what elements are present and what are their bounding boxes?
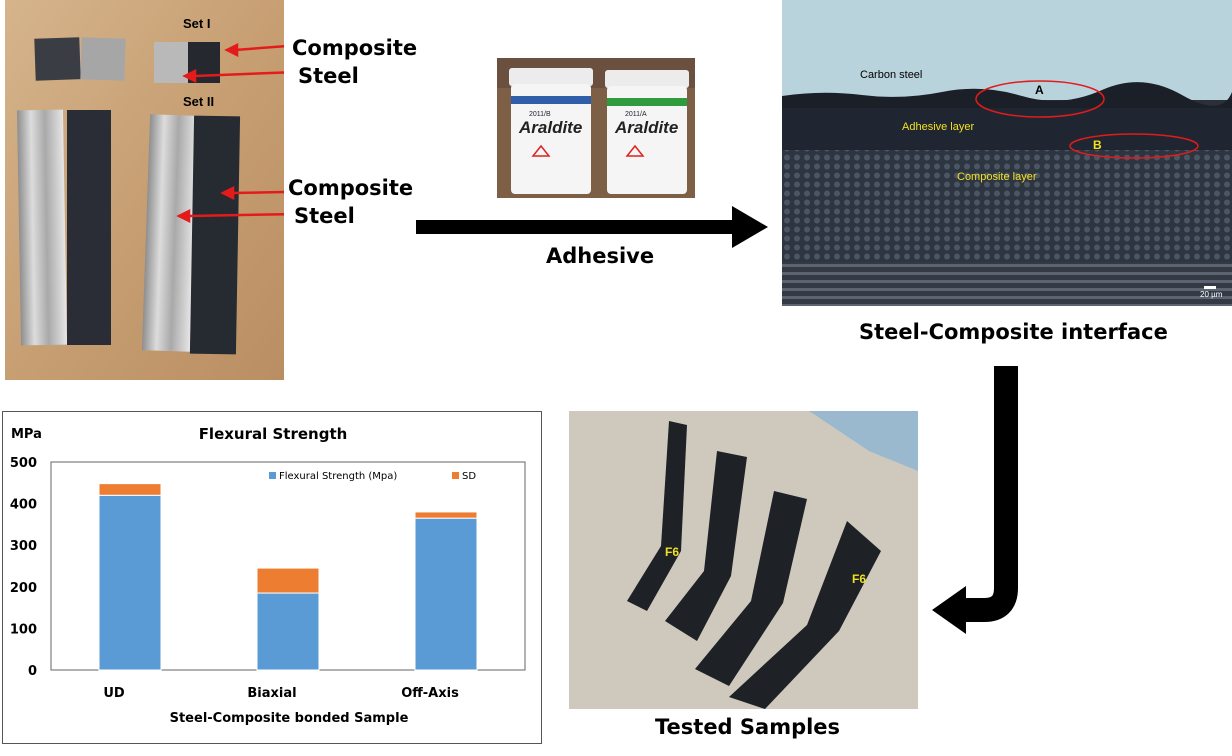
y-tick-label: 400 xyxy=(10,498,37,513)
jar2-brand: Araldite xyxy=(615,118,679,137)
chart-title: Flexural Strength xyxy=(199,425,348,443)
adhesive-layer-label: Adhesive layer xyxy=(902,121,975,133)
adhesive-photo: 2011/B Araldite 2011/A Araldite xyxy=(497,58,695,198)
sample-photo: Set I Set II xyxy=(5,0,284,380)
tested-samples-drawing xyxy=(569,411,918,709)
sample-photo-drawing xyxy=(5,0,284,380)
tested-sample-tag-1: F6 xyxy=(665,545,680,559)
legend-label-strength: Flexural Strength (Mpa) xyxy=(279,471,397,482)
jar1-brand: Araldite xyxy=(519,118,583,137)
adhesive-jars-drawing xyxy=(497,58,695,198)
set2-composite-label: Composite xyxy=(288,176,414,200)
bar-strength-ud xyxy=(98,494,162,671)
bar-sd-off-axis xyxy=(414,511,478,519)
region-b-label: B xyxy=(1093,138,1102,152)
set1-composite-label: Composite xyxy=(292,36,418,60)
bar-strength-biaxial xyxy=(256,592,320,671)
set2-steel-label: Steel xyxy=(294,204,355,228)
interface-caption: Steel-Composite interface xyxy=(859,320,1168,344)
bar-sd-biaxial xyxy=(256,567,320,594)
set2-label: Set II xyxy=(183,94,215,109)
adhesive-arrow-label: Adhesive xyxy=(546,244,655,268)
legend-swatch-strength xyxy=(269,472,276,479)
y-tick-label: 300 xyxy=(10,539,37,554)
set1-label: Set I xyxy=(183,16,211,31)
right-arrow xyxy=(416,206,768,248)
composite-layer-label: Composite layer xyxy=(957,171,1037,183)
bar-strength-off-axis xyxy=(414,517,478,671)
x-tick-label: UD xyxy=(103,686,125,701)
legend-swatch-sd xyxy=(452,472,459,479)
jar2-model: 2011/A xyxy=(625,111,647,118)
flexural-chart: MPa Flexural Strength Steel-Composite bo… xyxy=(10,425,526,726)
set1-steel-label: Steel xyxy=(298,64,359,88)
y-tick-label: 0 xyxy=(28,664,37,679)
tested-samples-photo: F6 F6 xyxy=(569,411,918,709)
micrograph-drawing xyxy=(782,0,1232,306)
bar-sd-ud xyxy=(98,483,162,496)
x-tick-label: Biaxial xyxy=(247,686,296,701)
y-tick-label: 200 xyxy=(10,581,37,596)
x-axis-label: Steel-Composite bonded Sample xyxy=(170,711,409,726)
tested-samples-caption: Tested Samples xyxy=(655,715,841,739)
y-tick-label: 100 xyxy=(10,622,37,637)
carbon-steel-label: Carbon steel xyxy=(860,69,923,81)
chart-legend: Flexural Strength (Mpa) SD xyxy=(269,471,476,482)
interface-micrograph: Carbon steel A Adhesive layer B Composit… xyxy=(782,0,1232,306)
scale-bar-label: 20 µm xyxy=(1200,290,1223,299)
curved-arrow xyxy=(932,366,1018,634)
tested-sample-tag-2: F6 xyxy=(852,572,867,586)
flexural-chart-panel: MPa Flexural Strength Steel-Composite bo… xyxy=(2,411,542,744)
x-tick-label: Off-Axis xyxy=(401,686,459,701)
y-tick-label: 500 xyxy=(10,456,37,471)
y-axis-label: MPa xyxy=(11,427,42,442)
region-a-label: A xyxy=(1035,83,1044,97)
jar1-model: 2011/B xyxy=(529,111,551,118)
legend-label-sd: SD xyxy=(462,471,476,482)
